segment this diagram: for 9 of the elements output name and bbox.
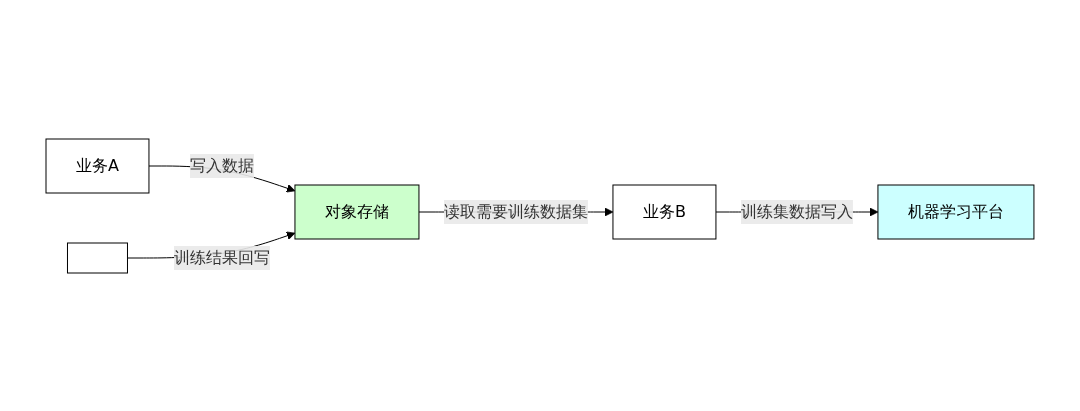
edge-label: 训练结果回写 xyxy=(173,247,270,267)
edge-label: 训练集数据写入 xyxy=(740,201,853,221)
node-box: 业务B xyxy=(612,184,717,239)
node-box: 对象存储 xyxy=(294,184,420,239)
node-box: 机器学习平台 xyxy=(877,184,1035,239)
edge-label: 读取需要训练数据集 xyxy=(443,201,588,221)
edge-label: 写入数据 xyxy=(189,155,254,175)
node-box xyxy=(67,242,128,273)
node-box: 业务A xyxy=(45,138,150,193)
